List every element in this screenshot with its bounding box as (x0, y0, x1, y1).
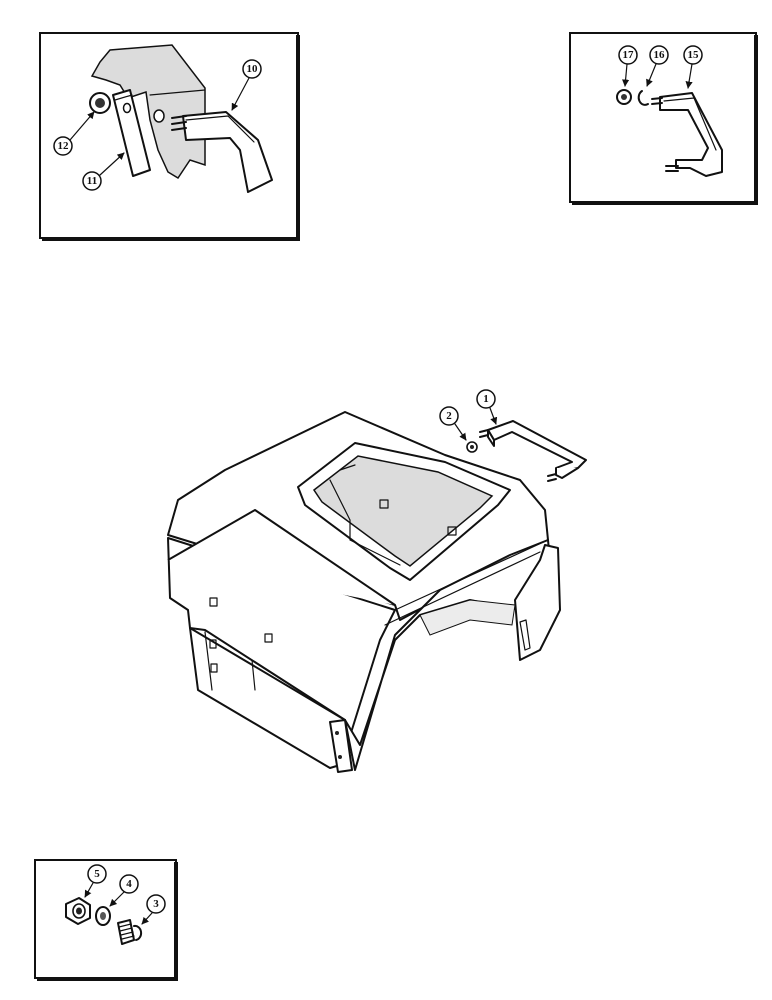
callout-10: 10 (231, 59, 262, 111)
inset-top-left: 10 12 11 (39, 32, 300, 241)
svg-text:12: 12 (58, 140, 70, 152)
callout-12: 12 (53, 111, 95, 156)
washer-part (95, 906, 111, 926)
svg-text:2: 2 (446, 410, 452, 422)
callout-15: 15 (683, 45, 703, 89)
handle-part (171, 111, 273, 193)
callout-3: 3 (141, 894, 166, 925)
hood-window (297, 442, 511, 581)
plate-part (112, 89, 151, 177)
callout-16: 16 (646, 45, 669, 87)
handle-part (479, 420, 587, 482)
handle-part (651, 92, 723, 177)
svg-text:11: 11 (87, 175, 97, 187)
svg-text:5: 5 (94, 868, 100, 880)
callout-1: 1 (476, 389, 498, 425)
hood-assembly (167, 411, 561, 773)
callout-5: 5 (84, 864, 107, 898)
svg-text:4: 4 (126, 878, 132, 890)
bolt-part (117, 919, 143, 945)
inset-top-right: 17 16 15 (569, 32, 758, 205)
svg-text:3: 3 (153, 898, 159, 910)
callout-11: 11 (82, 152, 125, 191)
callout-2: 2 (439, 406, 467, 441)
svg-text:16: 16 (654, 49, 666, 61)
torn-panel (90, 44, 206, 180)
inset-bottom-left: 5 4 3 (34, 859, 178, 981)
nut-part (65, 897, 91, 925)
nut-part (89, 92, 111, 114)
svg-text:10: 10 (247, 63, 259, 75)
nut-part (466, 441, 478, 453)
nut-part (616, 89, 632, 105)
callout-17: 17 (618, 45, 638, 87)
callout-4: 4 (109, 874, 139, 907)
svg-text:1: 1 (483, 393, 489, 405)
svg-text:17: 17 (623, 49, 635, 61)
svg-text:15: 15 (688, 49, 700, 61)
washer-part (637, 90, 649, 106)
